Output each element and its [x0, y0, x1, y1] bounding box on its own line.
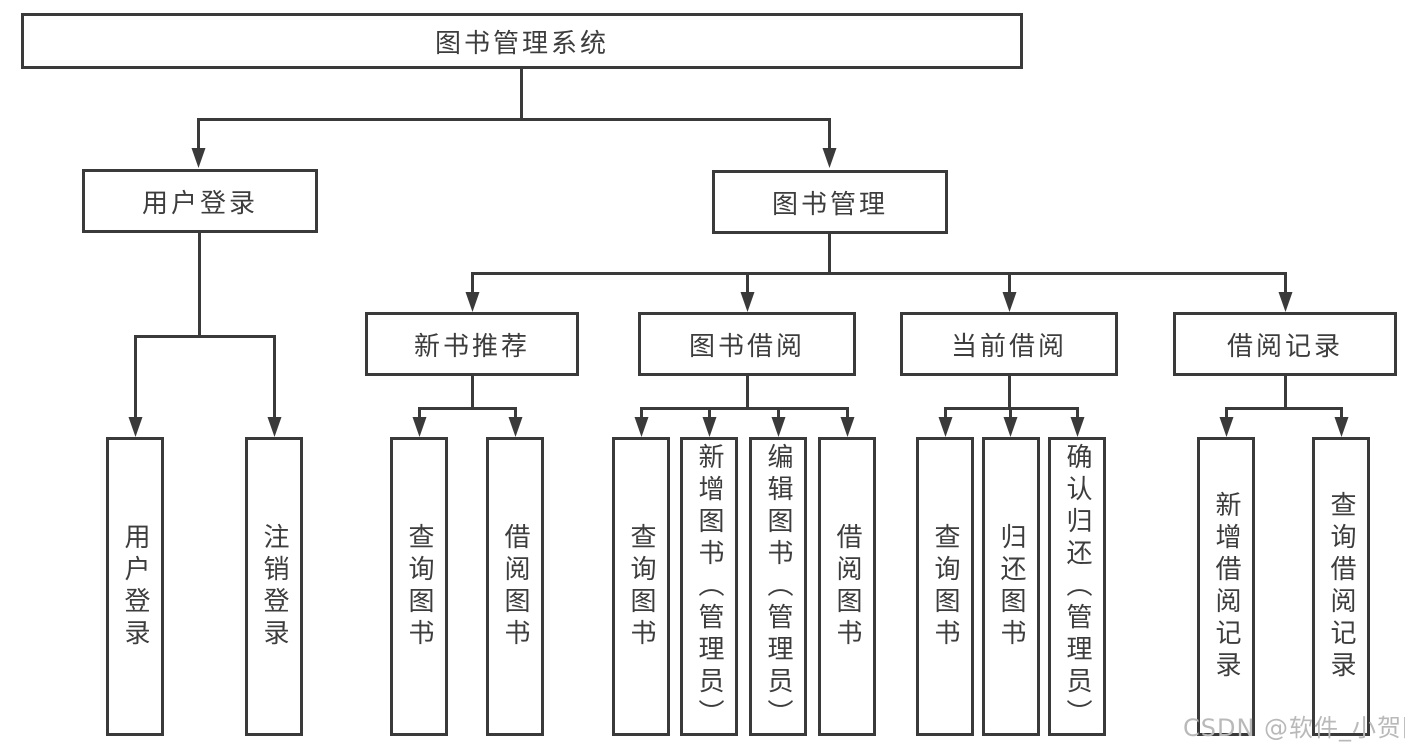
node-borrow-book-recommend: 借阅图书 — [486, 437, 544, 736]
connector-book-borrow-to-children — [640, 376, 849, 420]
node-user-login: 用户登录 — [82, 169, 318, 233]
arrow-down — [634, 417, 649, 437]
arrow-down — [1070, 417, 1085, 437]
connector-root-to-level2 — [197, 69, 831, 151]
connector-borrow-records-to-children — [1225, 376, 1343, 420]
arrow-down — [465, 292, 480, 312]
node-query-books-current: 查询图书 — [916, 437, 974, 736]
arrow-down — [938, 417, 953, 437]
arrow-down — [771, 417, 786, 437]
arrow-down — [191, 148, 206, 168]
arrow-down — [128, 417, 143, 437]
arrow-down — [1002, 292, 1017, 312]
node-add-borrow-record: 新增借阅记录 — [1197, 437, 1255, 736]
node-new-book-recommend: 新书推荐 — [365, 312, 579, 376]
node-confirm-return-admin: 确认归还（管理员） — [1048, 437, 1106, 736]
arrow-down — [1003, 417, 1018, 437]
node-query-borrow-record: 查询借阅记录 — [1312, 437, 1370, 736]
node-borrow-book-leaf: 借阅图书 — [818, 437, 876, 736]
node-add-book-admin: 新增图书（管理员） — [680, 437, 738, 736]
node-user-login-leaf: 用户登录 — [106, 437, 164, 736]
node-current-borrow: 当前借阅 — [900, 312, 1118, 376]
arrow-down — [822, 148, 837, 168]
node-logout-leaf: 注销登录 — [245, 437, 303, 736]
connector-current-borrow-to-children — [944, 376, 1079, 420]
node-edit-book-admin: 编辑图书（管理员） — [749, 437, 807, 736]
connector-new-book-recommend-to-children — [418, 376, 517, 420]
node-borrow-records: 借阅记录 — [1173, 312, 1397, 376]
arrow-down — [1334, 417, 1349, 437]
node-query-books-recommend: 查询图书 — [390, 437, 448, 736]
arrow-down — [740, 292, 755, 312]
node-book-borrow: 图书借阅 — [638, 312, 856, 376]
arrow-down — [508, 417, 523, 437]
arrow-down — [1219, 417, 1234, 437]
node-return-book: 归还图书 — [982, 437, 1040, 736]
connector-book-management-to-level3 — [471, 234, 1287, 296]
arrow-down — [267, 417, 282, 437]
arrow-down — [840, 417, 855, 437]
node-library-system: 图书管理系统 — [21, 13, 1023, 69]
node-book-management: 图书管理 — [712, 170, 948, 234]
arrow-down — [412, 417, 427, 437]
csdn-watermark: CSDN @软件_小贺同学 — [1183, 714, 1405, 742]
arrow-down — [702, 417, 717, 437]
arrow-down — [1278, 292, 1293, 312]
connector-user-login-to-children — [134, 233, 276, 420]
node-query-books-borrow: 查询图书 — [612, 437, 670, 736]
